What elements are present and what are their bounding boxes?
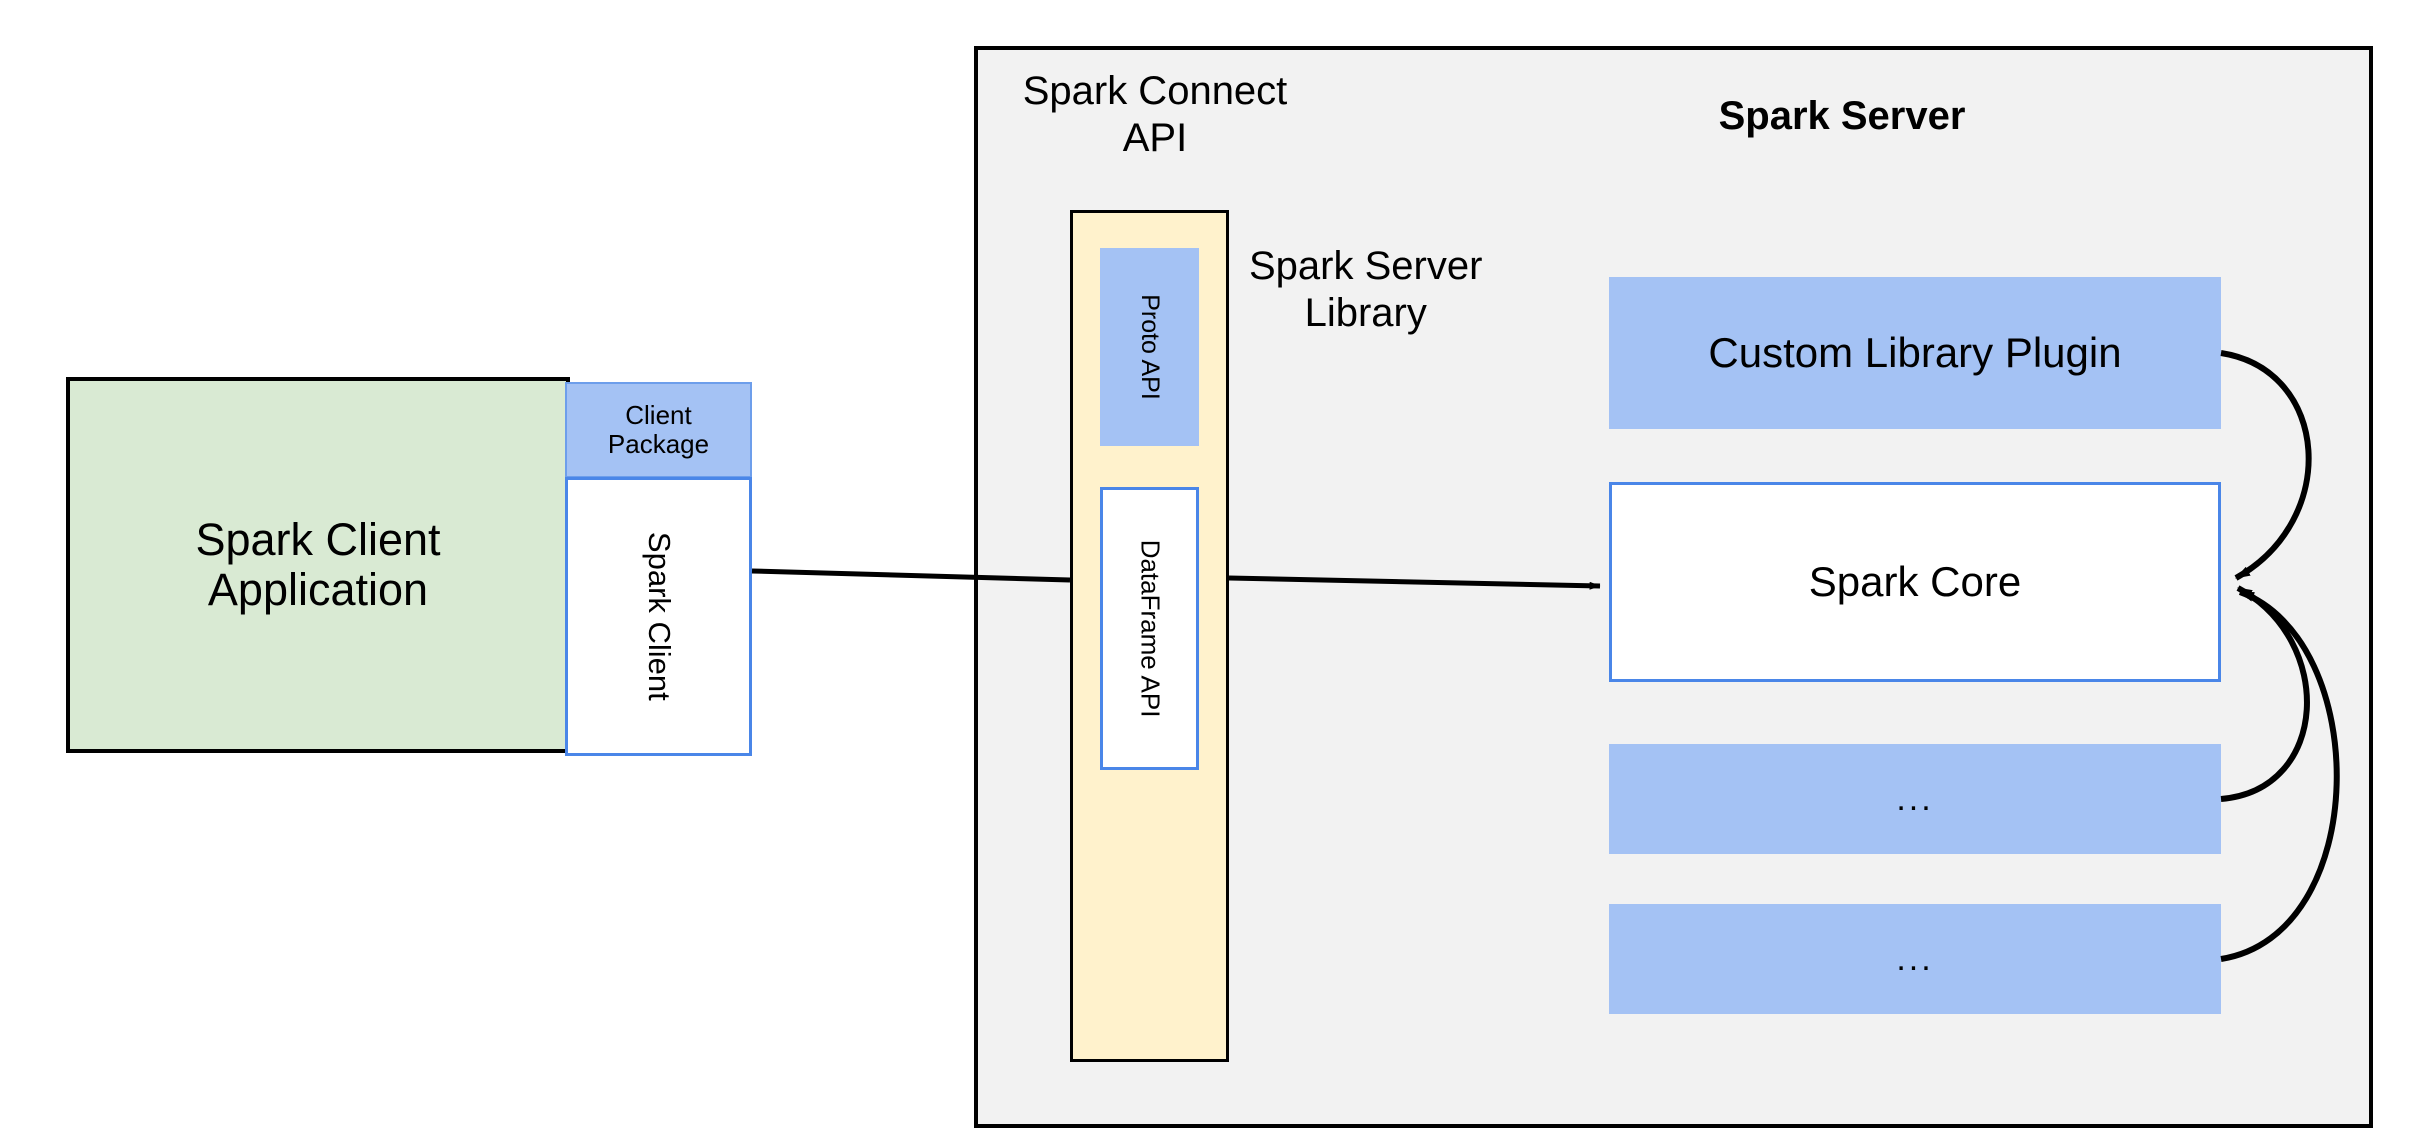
spark-core-box[interactable]: Spark Core (1609, 482, 2221, 682)
spark-client-box[interactable]: Spark Client (565, 477, 752, 756)
client-package-box[interactable]: Client Package (565, 382, 752, 478)
proto-api-box[interactable]: Proto API (1100, 248, 1199, 446)
spark-client-application-box[interactable]: Spark Client Application (66, 377, 570, 753)
server-component-label-4: ... (1896, 939, 1934, 978)
custom-library-plugin-box[interactable]: Custom Library Plugin (1609, 277, 2221, 429)
spark-client-label: Spark Client (641, 532, 677, 701)
spark-core-label: Spark Core (1808, 558, 2022, 606)
server-component-box-3[interactable]: ... (1609, 744, 2221, 854)
dataframe-api-box[interactable]: DataFrame API (1100, 487, 1199, 770)
custom-library-plugin-label: Custom Library Plugin (1708, 329, 2122, 377)
proto-api-label: Proto API (1135, 294, 1164, 400)
client-package-label: Client Package (607, 399, 710, 459)
server-component-label-3: ... (1896, 779, 1934, 818)
spark-connect-api-label: Spark Connect API (1022, 69, 1288, 161)
spark-server-library-label: Spark Server Library (1249, 244, 1483, 336)
spark-client-application-label: Spark Client Application (195, 513, 441, 615)
spark-server-title: Spark Server (1718, 94, 1966, 138)
server-component-box-4[interactable]: ... (1609, 904, 2221, 1014)
dataframe-api-label: DataFrame API (1135, 539, 1166, 718)
